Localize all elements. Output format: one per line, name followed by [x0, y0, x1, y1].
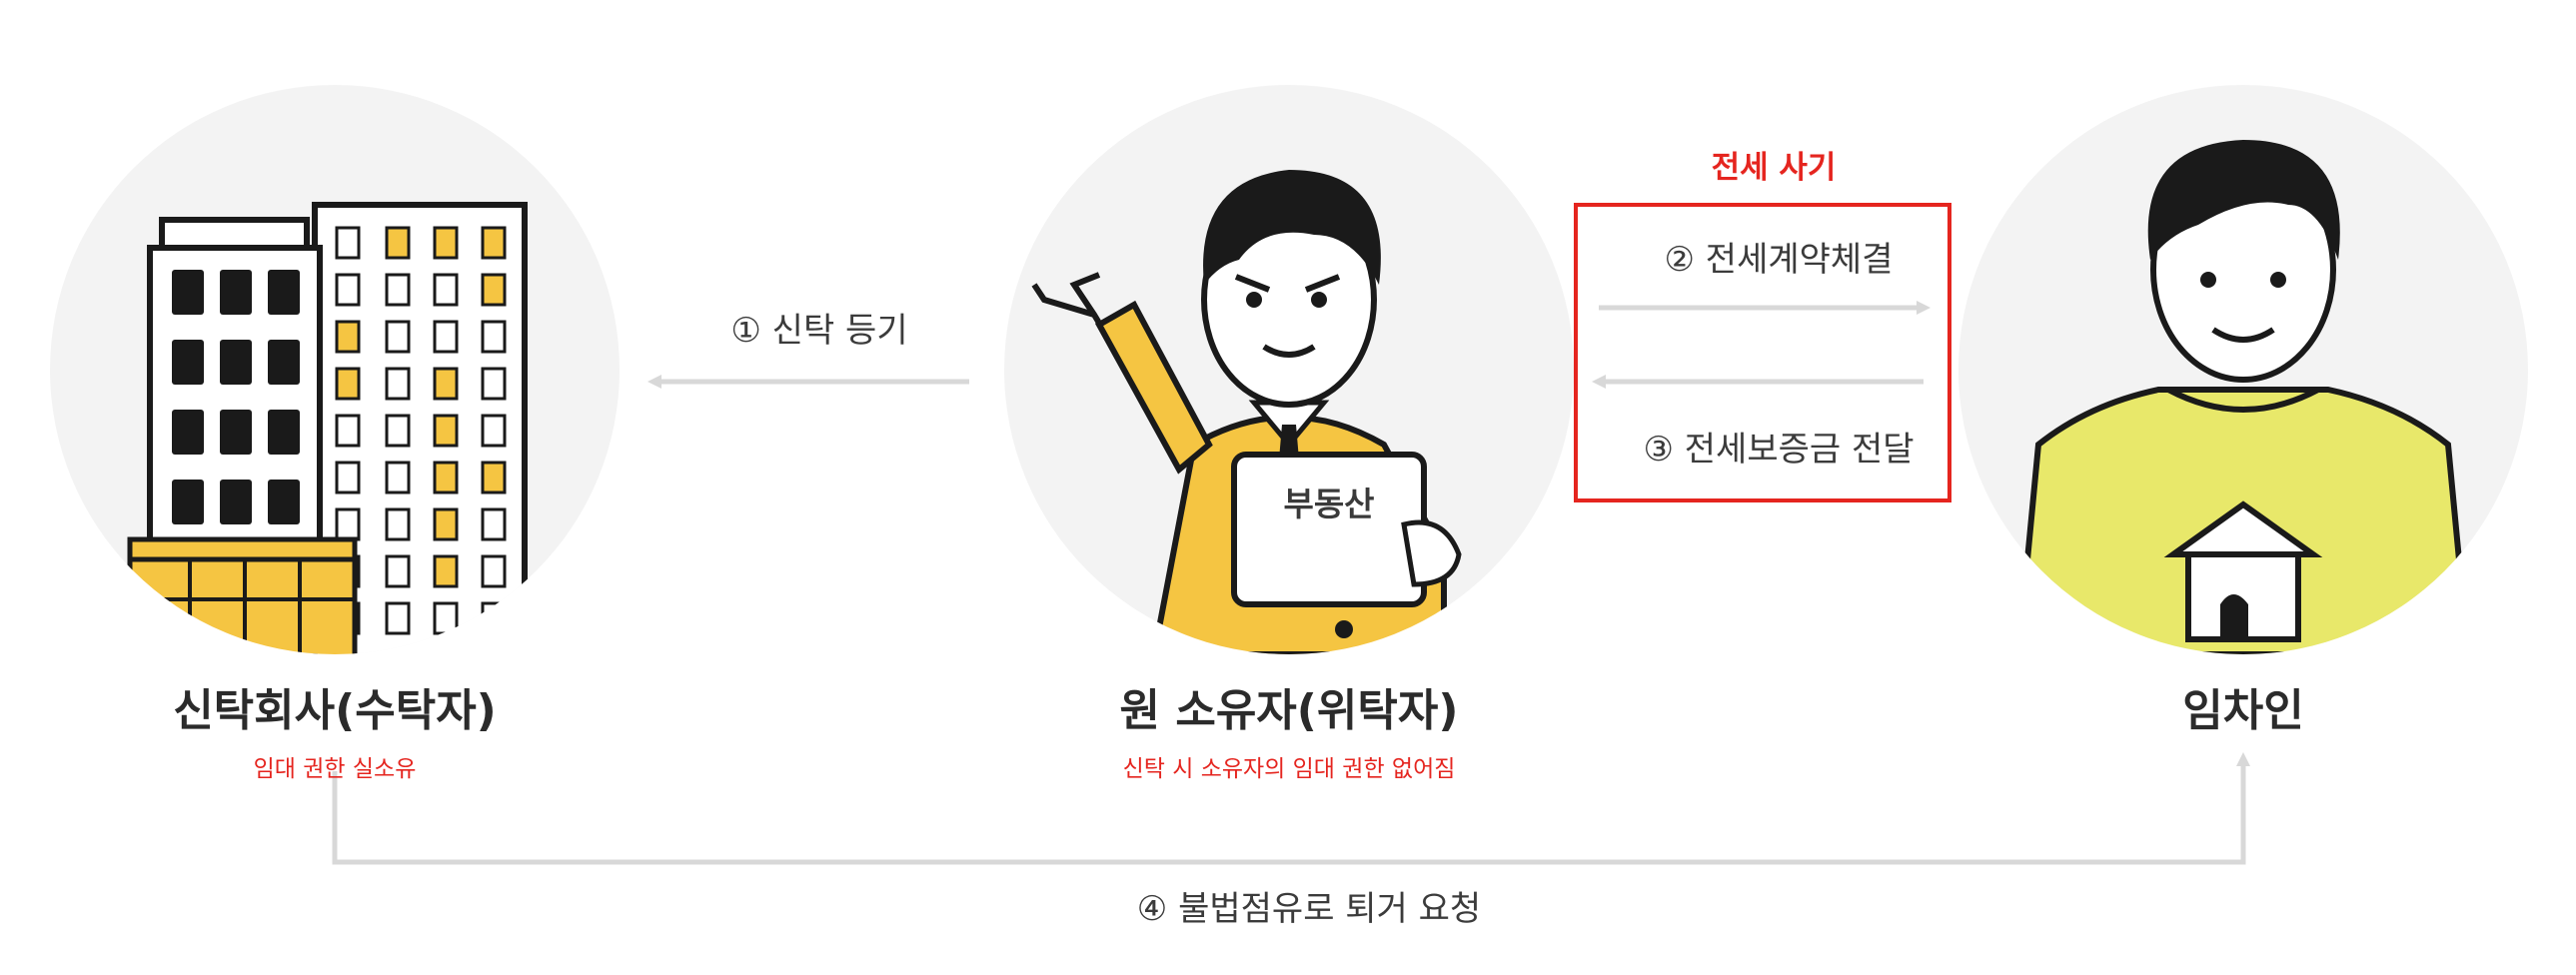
owner-illustration: [1004, 85, 1574, 654]
fraud-highlight-box: [1574, 203, 1951, 502]
tenant-person-icon: [2014, 140, 2472, 654]
trust-company-illustration: [50, 85, 620, 654]
edge-label-eviction-request: ④ 불법점유로 퇴거 요청: [1136, 889, 1482, 929]
fraud-label: 전세 사기: [1711, 150, 1837, 186]
trust-company-note: 임대 권한 실소유: [253, 756, 417, 782]
businessman-icon: [1031, 170, 1462, 654]
tenant-name: 임차인: [2182, 685, 2304, 736]
owner-note: 신탁 시 소유자의 임대 권한 없어짐: [1122, 756, 1456, 782]
trust-company-name: 신탁회사(수탁자): [173, 685, 497, 736]
tenant-illustration: [1958, 85, 2528, 654]
edge-label-lease-contract: ② 전세계약체결: [1664, 240, 1894, 280]
owner-name: 원 소유자(위탁자): [1119, 685, 1459, 736]
building-icon: [127, 202, 528, 654]
edge-label-trust-registration: ① 신탁 등기: [730, 311, 908, 351]
edge-label-deposit-delivery: ③ 전세보증금 전달: [1643, 430, 1915, 470]
tablet-label: 부동산: [1283, 485, 1375, 523]
